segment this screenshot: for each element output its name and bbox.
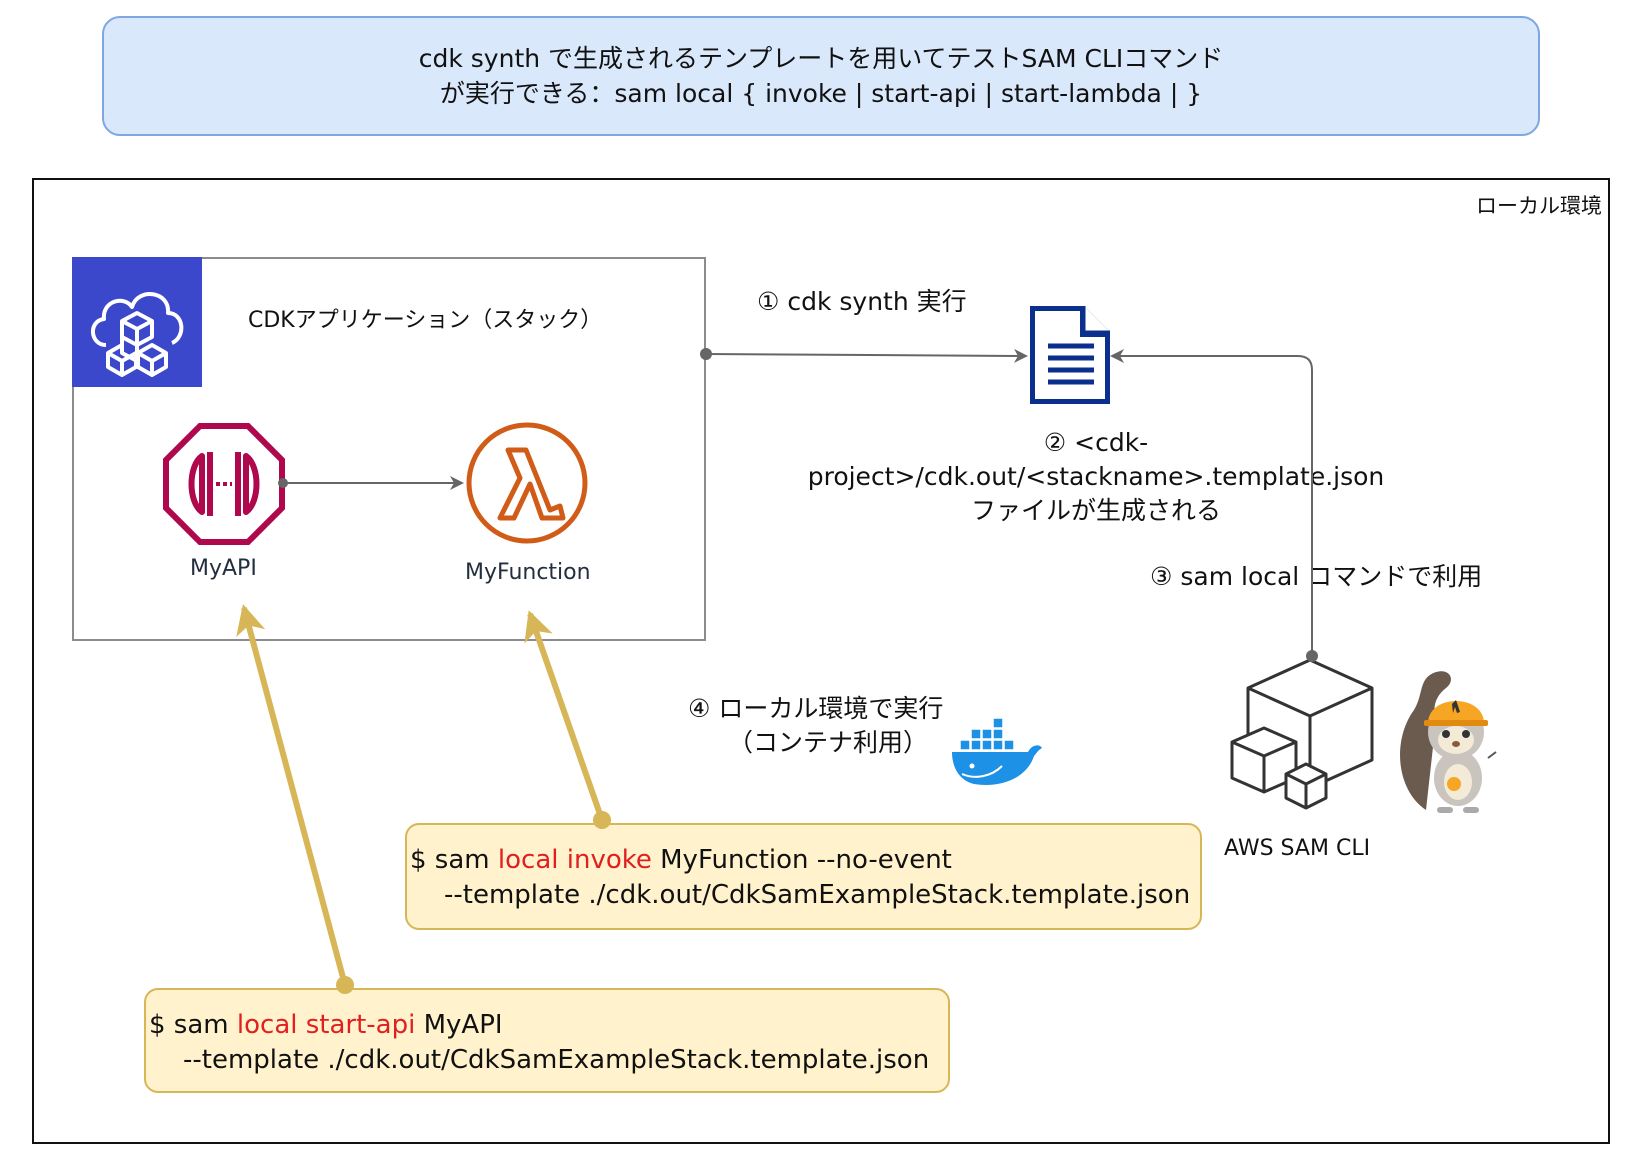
invoke-suffix: MyFunction --no-event — [651, 845, 952, 875]
template-document-icon — [1028, 304, 1112, 406]
banner-line-1: cdk synth で生成されるテンプレートを用いてテストSAM CLIコマンド — [418, 44, 1224, 73]
sam-cli-label: AWS SAM CLI — [1224, 836, 1371, 861]
step-4-line-2: （コンテナ利用） — [728, 728, 929, 757]
sam-squirrel-mascot-icon — [1396, 660, 1506, 816]
banner-line-2: が実行できる：sam local { invoke | start-api | … — [439, 79, 1203, 108]
local-environment-frame: ローカル環境 — [32, 178, 1610, 1144]
start-api-to-api-arrow — [236, 604, 354, 994]
start-api-keyword: local start-api — [236, 1010, 416, 1040]
function-label: MyFunction — [465, 560, 591, 585]
step-3-label: ③ sam local コマンドで利用 — [1150, 560, 1483, 594]
step-4-line-1: ④ ローカル環境で実行 — [688, 694, 944, 723]
cdk-application-title: CDKアプリケーション（スタック） — [248, 308, 603, 333]
sam-cli-to-template-arrow — [1110, 349, 1318, 662]
docker-icon — [948, 714, 1044, 790]
start-api-suffix: MyAPI — [415, 1010, 503, 1040]
invoke-prefix: $ sam — [410, 845, 498, 875]
cdk-cloud-icon — [72, 257, 202, 387]
api-gateway-icon — [162, 422, 286, 546]
invoke-command-line-1: $ sam local invoke MyFunction --no-event — [410, 843, 1200, 878]
start-api-command-line-2: --template ./cdk.out/CdkSamExampleStack.… — [183, 1045, 930, 1075]
synth-arrow — [700, 348, 1028, 363]
step-4-label: ④ ローカル環境で実行 （コンテナ利用） — [688, 692, 943, 760]
step-2-line-2: ファイルが生成される — [970, 496, 1221, 525]
start-api-command-line-1: $ sam local start-api MyAPI — [149, 1008, 948, 1043]
start-api-command-box: $ sam local start-api MyAPI --template .… — [144, 988, 950, 1093]
step-2-line-1: ② <cdk-project>/cdk.out/<stackname>.temp… — [807, 428, 1385, 491]
invoke-command-box: $ sam local invoke MyFunction --no-event… — [405, 823, 1202, 930]
invoke-to-function-arrow — [524, 610, 611, 829]
summary-banner: cdk synth で生成されるテンプレートを用いてテストSAM CLIコマンド… — [102, 16, 1540, 136]
step-1-label: ① cdk synth 実行 — [757, 287, 967, 316]
api-label: MyAPI — [190, 556, 257, 581]
invoke-command-line-2: --template ./cdk.out/CdkSamExampleStack.… — [444, 880, 1191, 910]
step-2-label: ② <cdk-project>/cdk.out/<stackname>.temp… — [756, 426, 1436, 528]
lambda-icon — [464, 420, 590, 546]
local-environment-label: ローカル環境 — [1476, 194, 1602, 218]
invoke-keyword: local invoke — [497, 845, 652, 875]
start-api-prefix: $ sam — [149, 1010, 237, 1040]
api-to-function-arrow — [278, 476, 464, 490]
